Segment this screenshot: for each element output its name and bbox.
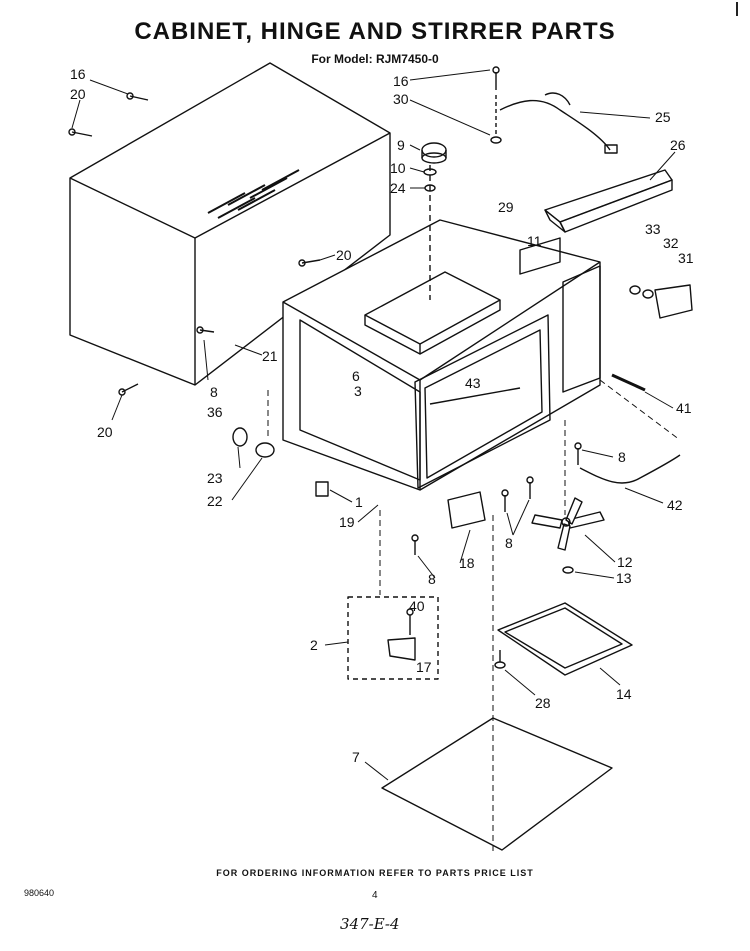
callout-20-bottom-left: 20: [97, 424, 113, 440]
callout-41: 41: [676, 400, 692, 416]
callout-16-left: 16: [70, 66, 86, 82]
ordering-note: FOR ORDERING INFORMATION REFER TO PARTS …: [216, 868, 534, 878]
callout-20-middle: 20: [336, 247, 352, 263]
callout-32: 32: [663, 235, 679, 251]
part-1: [315, 481, 329, 497]
callout-8-right: 8: [618, 449, 626, 465]
power-cord: [499, 92, 618, 154]
leader-lines: [71, 69, 676, 781]
screw-16-top: [490, 66, 502, 144]
callout-3: 3: [354, 383, 362, 399]
callout-16-top: 16: [393, 73, 409, 89]
callout-22: 22: [207, 493, 223, 509]
screw-20-middle: [298, 259, 321, 267]
callout-24: 24: [390, 180, 406, 196]
stirrer-fan: [531, 497, 605, 574]
tray-14: [497, 602, 633, 676]
callout-36: 36: [207, 404, 223, 420]
screw-8-d: [411, 534, 419, 555]
wire-42: [579, 454, 681, 484]
callout-31: 31: [678, 250, 694, 266]
edge-mark: [736, 2, 742, 16]
callout-19: 19: [339, 514, 355, 530]
callout-9: 9: [397, 137, 405, 153]
callout-17: 17: [416, 659, 432, 675]
hinge-assembly-box: [347, 596, 439, 680]
bracket-26: [544, 169, 673, 233]
document-number: 980640: [24, 888, 55, 898]
callout-25: 25: [655, 109, 671, 125]
callout-8-lower: 8: [428, 571, 436, 587]
callout-14: 14: [616, 686, 632, 702]
callout-18: 18: [459, 555, 475, 571]
callout-11: 11: [527, 233, 542, 249]
outer-cabinet: [69, 62, 391, 386]
callout-2: 2: [310, 637, 318, 653]
lamp: [232, 427, 275, 458]
page-number: 4: [372, 890, 378, 901]
diagram-title: CABINET, HINGE AND STIRRER PARTS: [134, 18, 616, 45]
callout-20-top-left: 20: [70, 86, 86, 102]
callout-29: 29: [498, 199, 514, 215]
hinge-40-17: [387, 608, 416, 661]
inner-chassis: [282, 219, 601, 491]
screw-20-top-left: [68, 128, 93, 137]
bracket-29: [519, 237, 561, 275]
callout-26: 26: [670, 137, 686, 153]
callout-7: 7: [352, 749, 360, 765]
callout-28: 28: [535, 695, 551, 711]
callout-43: 43: [465, 375, 481, 391]
callout-8-middle: 8: [505, 535, 513, 551]
rod-41: [611, 373, 646, 392]
callout-12: 12: [617, 554, 633, 570]
callout-6: 6: [352, 368, 360, 384]
callout-10: 10: [390, 160, 406, 176]
callout-21: 21: [262, 348, 278, 364]
screw-36: [196, 326, 215, 334]
screw-16-left: [126, 92, 149, 101]
callout-1: 1: [355, 494, 363, 510]
callout-33: 33: [645, 221, 661, 237]
callout-30: 30: [393, 91, 409, 107]
handwritten-note: 347-E-4: [340, 915, 400, 933]
part-28: [494, 650, 506, 669]
part-18: [447, 491, 486, 529]
model-subtitle: For Model: RJM7450-0: [311, 52, 439, 66]
stirrer-motor: [421, 142, 447, 192]
callout-13: 13: [616, 570, 632, 586]
callout-8-left: 8: [210, 384, 218, 400]
screw-8-c: [526, 476, 534, 499]
callout-23: 23: [207, 470, 223, 486]
bottom-plate-7: [381, 717, 613, 851]
callout-42: 42: [667, 497, 683, 513]
screw-20-left-bottom: [118, 383, 139, 396]
callout-labels: 16 20 20 20 21 8 36 16 30 9 10 24 25 26 …: [70, 66, 694, 765]
hinge-parts: [629, 284, 693, 319]
screw-8-a: [574, 442, 582, 465]
callout-40: 40: [409, 598, 425, 614]
screw-8-b: [501, 489, 509, 512]
